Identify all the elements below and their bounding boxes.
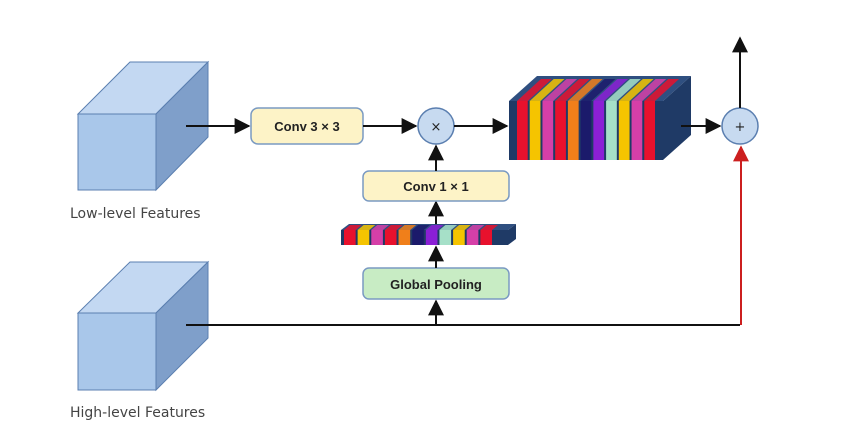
low-level-caption: Low-level Features xyxy=(70,206,201,222)
block-channel-top-6 xyxy=(580,79,616,101)
add-symbol: + xyxy=(735,120,746,135)
block-channel-top-7 xyxy=(593,79,629,101)
block-channel-top-3 xyxy=(542,79,578,101)
block-channel-top-9 xyxy=(618,79,654,101)
vector-cell-3 xyxy=(371,230,383,245)
conv3x3-label: Conv 3 × 3 xyxy=(274,119,339,134)
vector-cell-top-8 xyxy=(439,225,458,230)
vector-side xyxy=(508,224,516,245)
vector-cell-top-4 xyxy=(384,225,403,230)
vector-cell-2 xyxy=(357,230,370,245)
vector-cell-top-7 xyxy=(425,225,444,230)
block-channel-stripes xyxy=(517,79,679,160)
high-level-caption: High-level Features xyxy=(70,405,205,421)
vector-cell-top-11 xyxy=(480,225,498,230)
block-channel-4 xyxy=(555,101,566,160)
vector-cell-top-10 xyxy=(466,225,485,230)
block-channel-top-1 xyxy=(517,79,552,101)
block-channel-top-10 xyxy=(631,79,667,101)
channel-vector xyxy=(341,224,516,245)
vector-cell-top-6 xyxy=(412,225,430,230)
high-level-feature-cube xyxy=(76,260,210,392)
vector-cell-11 xyxy=(480,230,492,245)
vector-channel-cells xyxy=(344,225,498,245)
block-channel-10 xyxy=(631,101,643,160)
block-channel-6 xyxy=(580,101,592,160)
vector-cell-top-3 xyxy=(371,225,389,230)
vector-cell-6 xyxy=(412,230,424,245)
block-channel-7 xyxy=(593,101,605,160)
vector-cell-top-1 xyxy=(344,225,362,230)
block-channel-8 xyxy=(606,101,617,160)
vector-cell-4 xyxy=(384,230,397,245)
vector-cell-top-2 xyxy=(357,225,376,230)
vector-cell-top-9 xyxy=(453,225,471,230)
high-cube-front xyxy=(77,312,157,391)
block-channel-top-8 xyxy=(606,79,641,101)
block-channel-11 xyxy=(644,101,655,160)
block-channel-top-2 xyxy=(529,79,565,101)
block-channel-3 xyxy=(542,101,554,160)
block-channel-9 xyxy=(618,101,630,160)
multiply-symbol: × xyxy=(431,120,442,135)
block-side xyxy=(663,76,691,160)
vector-cell-9 xyxy=(453,230,465,245)
vector-cell-5 xyxy=(398,230,411,245)
block-channel-top-11 xyxy=(644,79,679,101)
vector-cell-8 xyxy=(439,230,452,245)
low-cube-front xyxy=(77,113,157,191)
global-pooling-label: Global Pooling xyxy=(390,277,482,292)
block-channel-1 xyxy=(517,101,528,160)
vector-cell-10 xyxy=(466,230,479,245)
weighted-feature-block xyxy=(509,76,691,160)
vector-cell-1 xyxy=(344,230,356,245)
block-channel-top-5 xyxy=(567,79,603,101)
block-channel-5 xyxy=(567,101,579,160)
block-channel-2 xyxy=(529,101,541,160)
vector-cell-top-5 xyxy=(398,225,417,230)
vector-cell-7 xyxy=(425,230,438,245)
block-channel-top-4 xyxy=(555,79,590,101)
low-level-feature-cube xyxy=(76,60,210,192)
conv1x1-label: Conv 1 × 1 xyxy=(403,179,468,194)
